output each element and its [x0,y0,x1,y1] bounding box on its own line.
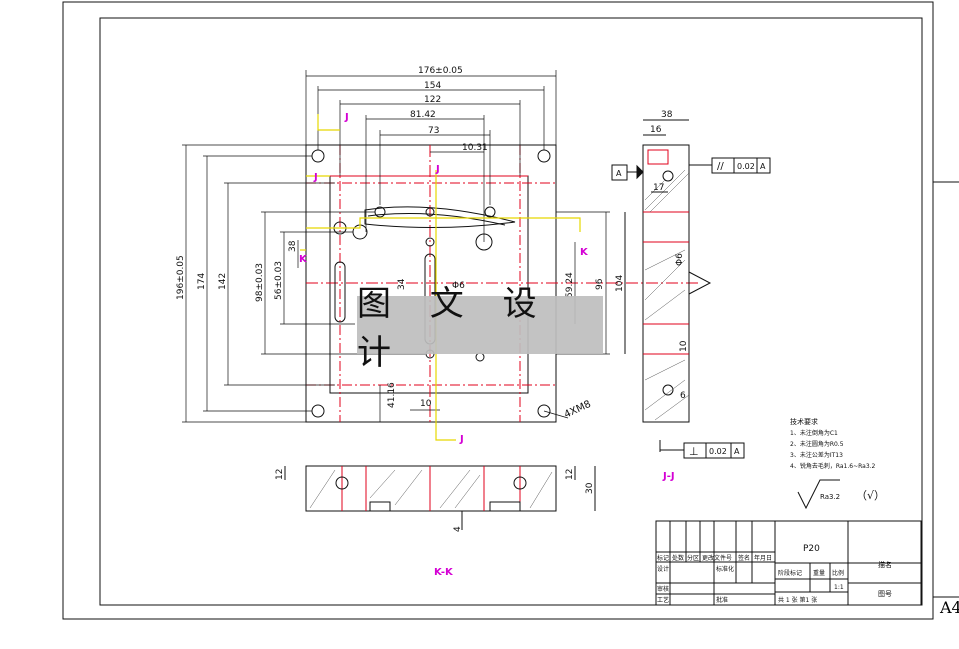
gdt-texts: A // 0.02 A ⊥ 0.02 A [616,161,766,458]
watermark-banner: 图 文 设 计 [357,284,603,373]
dim-phi6: Φ6 [452,281,465,291]
name-label: 描名 [878,560,892,569]
parallel-tolerance: 0.02 [737,162,755,171]
dim-34: 34 [397,278,407,290]
bottom-dim-30: 30 [585,482,595,494]
side-dim-6: 6 [680,391,686,401]
dim-122: 122 [424,95,441,105]
bottom-dim-12b: 12 [565,469,575,480]
rev-date-head: 年月日 [754,554,772,562]
perp-tolerance: 0.02 [709,447,727,456]
label-j-left: J [313,172,318,183]
part-number: P20 [803,544,820,554]
label-jj: J-J [662,471,675,482]
dim-96: 96 [595,278,605,290]
side-dim-38: 38 [661,110,673,120]
label-kk: K-K [434,567,454,578]
bottom-dim-12a: 12 [275,469,285,480]
dim-81-42: 81.42 [410,110,436,120]
side-section-view [624,119,712,452]
label-j-mid: J [435,164,440,175]
side-dim-16: 16 [650,125,662,135]
perp-ref: A [734,447,740,456]
parallel-symbol-icon: // [717,161,724,172]
tech-notes-title: 技术要求 [790,417,818,426]
label-k-left: K [299,254,308,265]
side-dim-phi6: Φ6 [675,253,685,266]
tech-note-4: 4、锐角去毛刺，Ra1.6~Ra3.2 [790,462,876,470]
design-label: 设计 [657,565,669,573]
standardization-label: 标准化 [716,565,734,573]
process-label: 工艺 [657,596,669,604]
approve-label: 批准 [716,596,728,604]
dim-38: 38 [288,240,298,252]
gdt-frames [611,157,771,459]
scale-value: 1:1 [834,584,844,591]
dim-176: 176±0.05 [418,66,463,76]
sheet-size-label: A4 [940,598,959,617]
rev-sign-head: 签名 [738,554,750,562]
drawing-frame [62,1,959,620]
section-labels: J J J J K K J-J K-K [299,112,675,578]
bottom-dimension-texts: 12 12 30 4 [275,469,595,532]
datum-a: A [616,169,622,178]
roughness-value: Ra3.2 [820,493,840,501]
roughness-mark: （√） [856,489,885,502]
dim-174: 174 [197,273,207,290]
rev-zone-head: 分区 [687,554,699,562]
roughness-symbol-icon [797,479,840,510]
title-block-texts: P20 描名 图号 标记 处数 分区 更改文件号 签名 年月日 设计 标准化 阶… [657,544,892,604]
bottom-dim-4: 4 [453,526,463,532]
tech-note-3: 3、未注公差为IT13 [790,451,843,459]
tech-note-1: 1、未注倒角为C1 [790,429,838,437]
label-k-right: K [580,247,589,258]
dim-196: 196±0.05 [176,255,186,300]
drawing-number-label: 图号 [878,590,892,598]
dim-98: 98±0.03 [255,263,265,302]
dim-73: 73 [428,126,439,136]
sheet-count: 共 1 张 第1 张 [778,596,817,604]
rev-count-head: 处数 [672,554,684,562]
dim-41-16: 41.16 [387,382,397,408]
label-j-bottom: J [459,434,464,445]
tech-note-2: 2、未注圆角为R0.5 [790,440,844,448]
dim-142: 142 [218,273,228,290]
dim-154: 154 [424,81,441,91]
side-dim-104: 104 [615,275,625,292]
dim-4xm8: 4XM8 [563,399,593,421]
rev-mark-head: 标记 [657,554,669,562]
label-j-top: J [344,112,349,123]
weight-label: 重量 [813,569,825,577]
dim-10-31: 10.31 [462,143,488,153]
review-label: 审核 [657,585,669,593]
side-dim-10: 10 [679,340,689,352]
dim-59-24: 59.24 [565,272,575,298]
stage-mark-label: 阶段标记 [778,569,802,577]
side-dim-17: 17 [653,183,664,193]
tech-notes: 技术要求 1、未注倒角为C1 2、未注圆角为R0.5 3、未注公差为IT13 4… [790,417,876,470]
bottom-section-view [284,465,596,530]
plate-front-view [305,144,700,423]
side-dimension-texts: 38 16 17 104 Φ6 10 6 [615,110,689,401]
section-cut-lines [300,114,581,441]
title-block [655,520,922,606]
perpendicular-symbol-icon: ⊥ [689,445,699,458]
scale-label: 比例 [832,569,844,577]
rev-file-head: 更改文件号 [702,554,732,562]
dim-10: 10 [420,399,432,409]
dim-56: 56±0.03 [274,261,284,300]
parallel-ref: A [760,162,766,171]
